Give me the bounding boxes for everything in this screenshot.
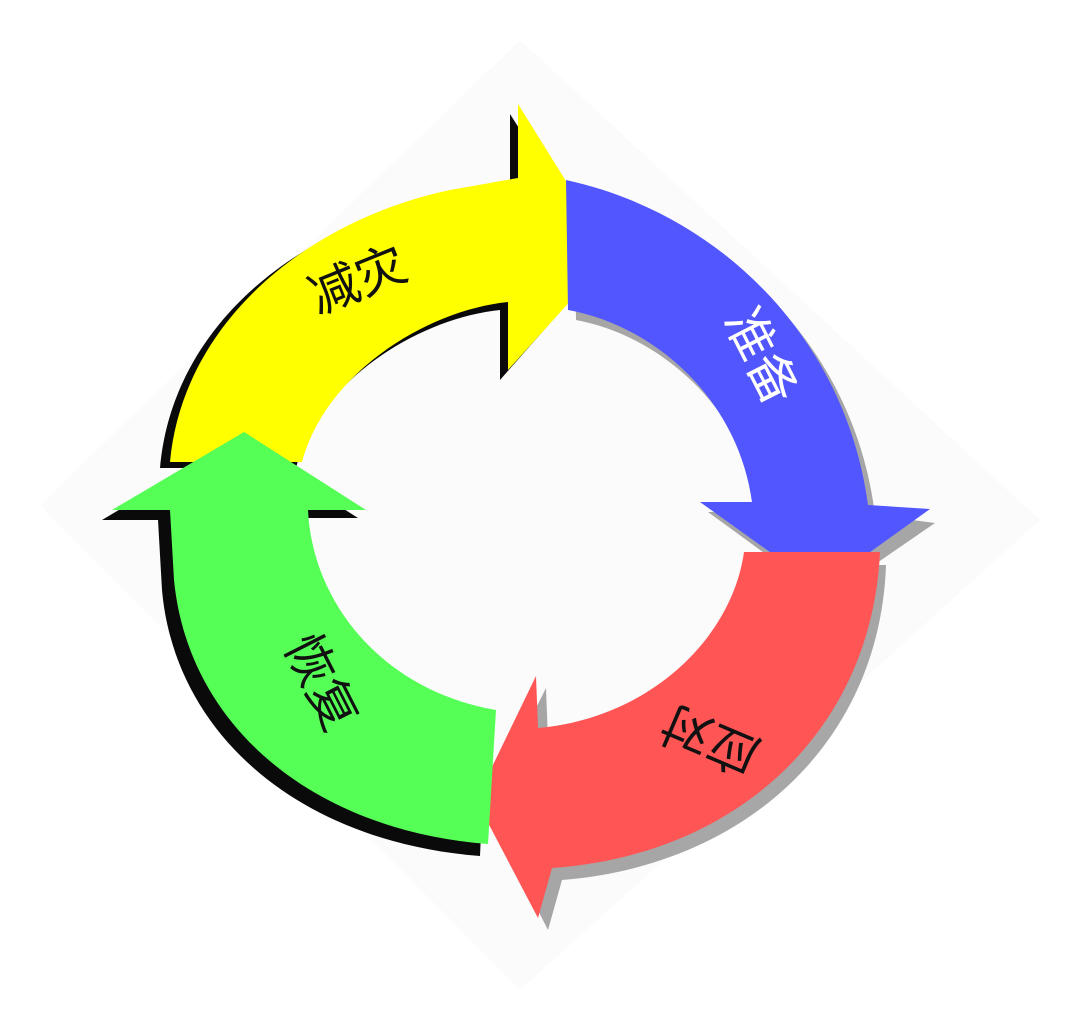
stage-arrow-recovery-body (112, 432, 496, 844)
stage-arrow-response: 应对 (476, 552, 886, 930)
stage-arrow-mitigation-body (170, 104, 612, 462)
stage-arrow-recovery: 恢复 (102, 432, 496, 856)
stage-arrow-response-body (476, 552, 880, 918)
stage-arrow-mitigation: 减灾 (160, 104, 612, 468)
stage-arrow-preparedness-body (566, 180, 930, 588)
